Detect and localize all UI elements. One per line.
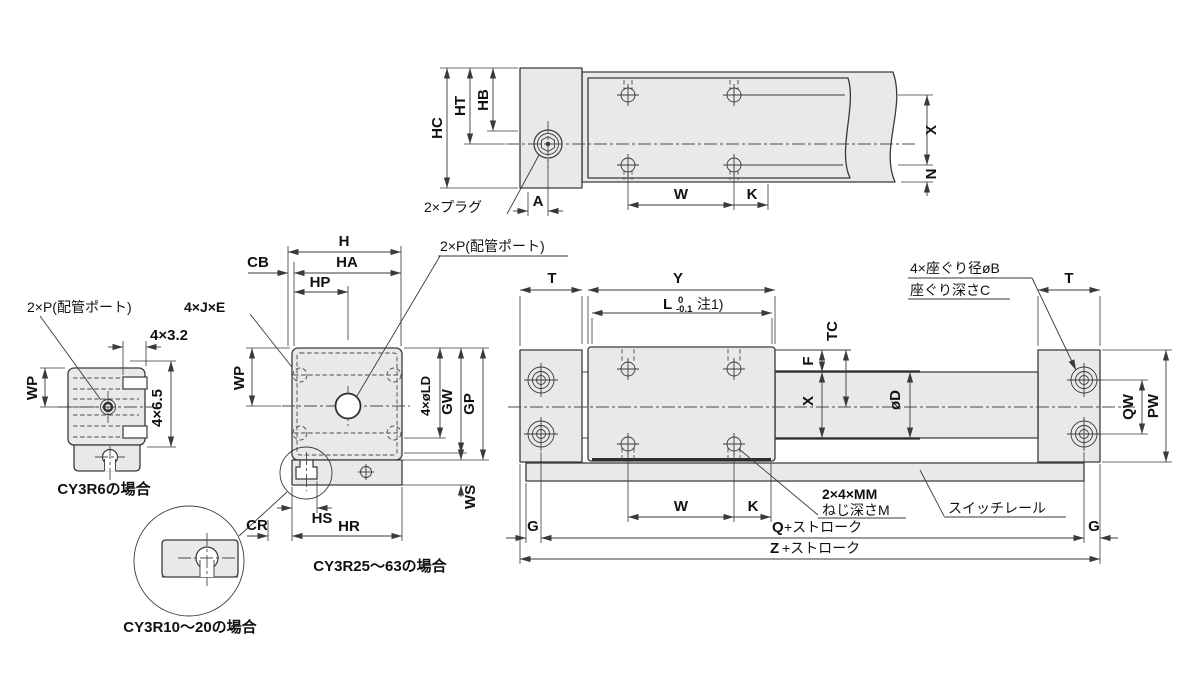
dim-z: Z: [770, 540, 779, 557]
dim-ha: HA: [336, 254, 358, 271]
top-view-end-block: [519, 67, 583, 189]
dim-a: A: [533, 193, 544, 210]
dim-hs: HS: [312, 510, 333, 527]
callout-switch-rail: スイッチレール: [948, 500, 1046, 516]
top-view: HC HT HB A 2×プラグ W K X: [424, 67, 940, 216]
dim-g-right: G: [1088, 518, 1100, 535]
front-block-bolt-holes: [524, 363, 1101, 451]
dim-slot-depth: 4×6.5: [149, 389, 166, 427]
detail-view-cy3r10-20: CY3R10〜20の場合: [123, 505, 258, 636]
dim-g-left: G: [527, 518, 539, 535]
cy3r6-slot-upper: [122, 376, 148, 390]
front-plate-bolt-holes: [617, 349, 745, 459]
callout-thread-2: ねじ深さM: [822, 502, 890, 518]
dim-t-left: T: [547, 270, 556, 287]
dim-dia: øD: [887, 390, 904, 410]
dim-hp: HP: [310, 274, 331, 291]
dim-qw: QW: [1120, 393, 1137, 420]
dim-ws: WS: [462, 485, 479, 509]
cy3r25-tslot: [295, 452, 318, 491]
callout-counterbore-1: 4×座ぐり径øB: [910, 260, 1000, 276]
dim-gp: GP: [461, 393, 478, 415]
dim-x-front: X: [800, 396, 817, 406]
dim-q-suffix: +ストローク: [784, 519, 862, 535]
dim-slot-width: 4×3.2: [150, 327, 188, 344]
cy3r25-port: [334, 392, 362, 420]
dim-l-tol-upper: 0: [678, 295, 683, 306]
dim-y: Y: [673, 270, 683, 287]
dim-f: F: [800, 356, 817, 365]
dim-h: H: [339, 233, 350, 250]
cy3r6-port: [100, 399, 116, 415]
dim-w-front: W: [674, 498, 689, 515]
switch-rail: [525, 462, 1085, 482]
detail-circle: [133, 505, 245, 617]
caption-cy3r10-20: CY3R10〜20の場合: [123, 618, 257, 636]
dim-hb: HB: [475, 89, 492, 111]
dim-wp-cy3r6: WP: [24, 376, 41, 400]
dim-hr: HR: [338, 518, 360, 535]
top-view-bolt-holes: [617, 80, 745, 180]
dim-pw: PW: [1145, 393, 1162, 418]
callout-counterbore-2: 座ぐり深さC: [910, 282, 990, 298]
side-view-cy3r6: WP 4×3.2 4×6.5 2×P(配管ポート) 4×J×E CY3R6の場合: [24, 299, 296, 498]
dim-l-note: 注1): [697, 296, 723, 312]
front-view: T Y L 0 -0.1 注1) T TC F X øD 4×座ぐり径øB 座ぐ…: [506, 260, 1172, 564]
cy3r6-slot-lower: [122, 425, 148, 439]
detail-indicator-circle: [279, 446, 333, 500]
front-slider-plate: [587, 346, 776, 462]
dim-k-front: K: [748, 498, 759, 515]
dim-k-top: K: [747, 186, 758, 203]
dim-w-top: W: [674, 186, 689, 203]
callout-thread-1: 2×4×MM: [822, 486, 877, 502]
dim-cr: CR: [246, 517, 268, 534]
cy3r25-rail-screw: [358, 464, 374, 480]
callout-plug: 2×プラグ: [424, 199, 482, 215]
dim-ld: 4×øLD: [418, 376, 433, 416]
side-view-cy3r25-63: H HA CB HP WP 4×øLD GW GP WS: [231, 233, 568, 575]
dim-tc: TC: [824, 321, 841, 341]
callout-port-cy3r25: 2×P(配管ポート): [440, 238, 545, 254]
callout-port-cy3r6: 2×P(配管ポート): [27, 299, 132, 315]
front-left-block: [519, 349, 583, 463]
dim-gw: GW: [439, 388, 456, 415]
dim-wp-cy3r25: WP: [231, 366, 248, 390]
dim-t-right: T: [1064, 270, 1073, 287]
dim-x-top: X: [923, 125, 940, 135]
dim-n-top: N: [923, 169, 940, 180]
caption-cy3r6: CY3R6の場合: [57, 480, 151, 498]
top-view-slider-plate: [587, 77, 852, 179]
dim-hc: HC: [429, 117, 446, 139]
dim-z-suffix: +ストローク: [782, 540, 860, 556]
dim-l: L: [663, 296, 672, 313]
dim-cb: CB: [247, 254, 269, 271]
dim-l-tol-lower: -0.1: [676, 304, 693, 315]
caption-cy3r25: CY3R25〜63の場合: [313, 557, 447, 575]
dim-q: Q: [772, 519, 784, 536]
dim-ht: HT: [452, 96, 469, 116]
callout-mount-holes: 4×J×E: [184, 299, 225, 315]
